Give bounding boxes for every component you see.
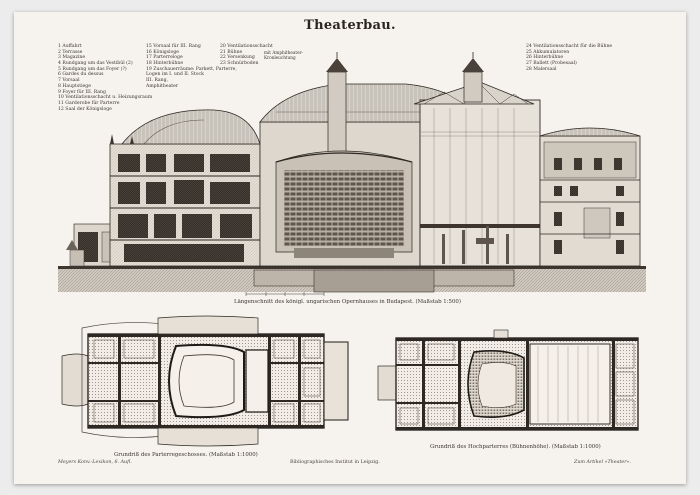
page-title: Theaterbau. <box>304 18 396 33</box>
legend-entry: 27 Ballett (Probesaal) <box>526 61 577 67</box>
legend-entry: 20 Ventilationsschacht <box>220 44 273 49</box>
legend-entry: 23 Schnürboden <box>220 61 259 67</box>
upper-floor-plan <box>377 329 639 431</box>
section-caption: Längenschnitt des königl. ungarischen Op… <box>234 299 461 305</box>
legend-entry: 17 Parterreloge <box>146 55 183 61</box>
legend-entry: 8 Hauptstiege <box>58 83 91 89</box>
plan-right-caption: Grundriß des Hochparterres (Bühnenhöhe).… <box>430 444 601 450</box>
legend-entry: 4 Rundgang um das Vestibül (2) <box>58 61 133 67</box>
legend-entry: 10 Ventilationsschacht u. Heizungsraum <box>58 95 153 101</box>
legend-entry: 3 Magazine <box>58 55 86 61</box>
legend-entry: III. Rang, <box>146 78 169 84</box>
ground-floor-plan <box>61 315 349 447</box>
plan-left-caption: Grundriß des Parterregeschosses. (Maßsta… <box>114 452 258 458</box>
legend-entry: 6 Gardes du dessus <box>58 72 104 78</box>
legend-entry: Amphitheater <box>146 83 179 89</box>
legend-entry: 11 Garderobe für Parterre <box>58 100 120 106</box>
legend-entry: 21 Bühne <box>220 49 243 55</box>
legend-entry: Logen im I. und II. Stock <box>146 72 204 78</box>
legend-entry: 9 Foyer für III. Rang <box>58 89 106 95</box>
legend-entry: 5 Rundgang um das Foyer (?) <box>58 66 127 72</box>
legend-entry: 7 Vorsaal <box>58 78 80 84</box>
footer-right: Zum Artikel »Theater«. <box>574 460 631 465</box>
footer-left: Meyers Konv.-Lexikon, 6. Aufl. <box>58 460 132 465</box>
footer-center: Bibliographisches Institut in Leipzig. <box>290 460 380 465</box>
legend-entry: 18 Hinterbühne <box>146 61 184 67</box>
legend-entry: 28 Malersaal <box>526 66 557 72</box>
legend-entry: 19 Zuschauerräume: Parkett, Parterre, <box>146 66 237 72</box>
legend-entry: 22 Versenkung <box>220 55 255 61</box>
legend-entry: 25 Akkumulatoren <box>526 49 570 55</box>
legend-entry: 26 Hinterbühne <box>526 55 564 61</box>
legend-entry: 15 Vorsaal für III. Rang <box>146 44 201 49</box>
legend-note: mit Amphitheater-Kronleuchtung <box>264 50 303 60</box>
legend-entry: 12 Saal der Königsloge <box>58 106 112 112</box>
longitudinal-section-drawing <box>58 52 646 296</box>
legend-entry: 16 Königsloge <box>146 49 179 55</box>
legend-entry: 1 Auffahrt <box>58 44 82 49</box>
legend-entry: 24 Ventilationsschacht für die Bühne <box>526 44 613 49</box>
legend-entry: 2 Terrasse <box>58 49 83 55</box>
